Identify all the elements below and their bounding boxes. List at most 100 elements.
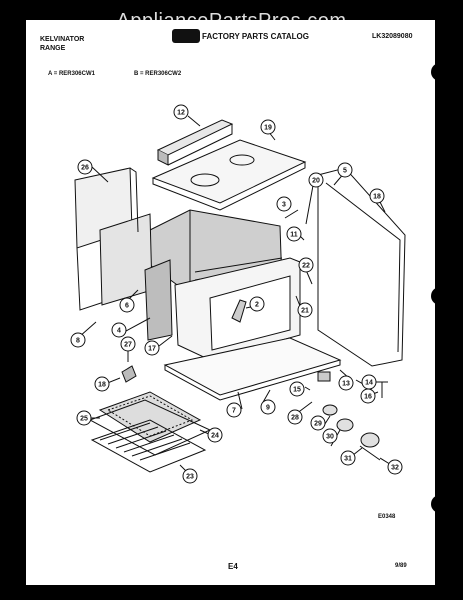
knob	[360, 432, 380, 448]
callout-circle	[298, 257, 314, 273]
callout-circle	[249, 296, 265, 312]
callout-circle	[207, 427, 223, 443]
binder-hole-middle	[431, 287, 449, 305]
callout-26[interactable]: 26	[77, 159, 93, 175]
callout-number: 18	[373, 194, 381, 201]
callout-number: 19	[264, 125, 272, 132]
callout-4[interactable]: 4	[111, 322, 127, 338]
callout-number: 11	[290, 232, 298, 239]
callout-7[interactable]: 7	[226, 402, 242, 418]
callout-circle	[226, 402, 242, 418]
oven-rack	[90, 419, 207, 473]
callout-circle	[94, 376, 110, 392]
callout-number: 27	[124, 342, 132, 349]
callout-number: 7	[232, 408, 236, 415]
callout-number: 5	[343, 168, 347, 175]
callout-23[interactable]: 23	[182, 468, 198, 484]
oven-element	[231, 299, 247, 323]
callout-32[interactable]: 32	[387, 459, 403, 475]
callout-number: 4	[117, 328, 121, 335]
callout-8[interactable]: 8	[70, 332, 86, 348]
callout-number: 25	[80, 416, 88, 423]
catalog-title: FACTORY PARTS CATALOG	[202, 32, 309, 41]
callout-11[interactable]: 11	[286, 226, 302, 242]
callout-circle	[111, 322, 127, 338]
callout-number: 2	[255, 302, 259, 309]
callout-9[interactable]: 9	[260, 399, 276, 415]
callout-14[interactable]: 14	[361, 374, 377, 390]
callout-28[interactable]: 28	[287, 409, 303, 425]
callout-15[interactable]: 15	[289, 381, 305, 397]
drawing-code: E0348	[378, 514, 396, 520]
callout-circle	[173, 104, 189, 120]
callout-number: 32	[391, 465, 399, 472]
callout-circle	[70, 332, 86, 348]
callout-number: 12	[177, 110, 185, 117]
callout-circle	[182, 468, 198, 484]
switch	[317, 371, 331, 382]
callout-number: 13	[342, 381, 350, 388]
model-b: B = RER306CW2	[134, 71, 182, 77]
callout-3[interactable]: 3	[276, 196, 292, 212]
callout-30[interactable]: 30	[322, 428, 338, 444]
callout-number: 22	[302, 263, 310, 270]
callout-circle	[289, 381, 305, 397]
callout-circle	[322, 428, 338, 444]
callout-number: 17	[148, 346, 156, 353]
callout-2[interactable]: 2	[249, 296, 265, 312]
callout-5[interactable]: 5	[337, 162, 353, 178]
callout-circle	[337, 162, 353, 178]
catalog-number: LK32089080	[372, 33, 413, 40]
callout-circle	[76, 410, 92, 426]
callout-27[interactable]: 27	[120, 336, 136, 352]
callout-number: 16	[364, 394, 372, 401]
page-number: E4	[228, 562, 238, 571]
callout-19[interactable]: 19	[260, 119, 276, 135]
callout-number: 8	[76, 338, 80, 345]
callout-24[interactable]: 24	[207, 427, 223, 443]
side-panel	[144, 259, 173, 341]
callout-circle	[286, 226, 302, 242]
callout-6[interactable]: 6	[119, 297, 135, 313]
callout-20[interactable]: 20	[308, 172, 324, 188]
callout-18[interactable]: 18	[94, 376, 110, 392]
callout-circle	[287, 409, 303, 425]
callout-circle	[297, 302, 313, 318]
callout-number: 20	[312, 178, 320, 185]
right-side-panel	[317, 167, 406, 367]
callout-25[interactable]: 25	[76, 410, 92, 426]
brand-name: KELVINATOR	[40, 36, 85, 43]
callout-21[interactable]: 21	[297, 302, 313, 318]
callout-17[interactable]: 17	[144, 340, 160, 356]
callout-number: 18	[98, 382, 106, 389]
callout-number: 14	[365, 380, 373, 387]
callout-18[interactable]: 18	[369, 188, 385, 204]
callout-number: 23	[186, 474, 194, 481]
callout-number: 31	[344, 456, 352, 463]
callout-circle	[119, 297, 135, 313]
knob	[322, 404, 338, 416]
leveling-bolt	[376, 381, 388, 398]
callout-circle	[387, 459, 403, 475]
callout-22[interactable]: 22	[298, 257, 314, 273]
callout-13[interactable]: 13	[338, 375, 354, 391]
callout-circle	[338, 375, 354, 391]
callout-16[interactable]: 16	[360, 388, 376, 404]
binder-hole-top	[431, 63, 449, 81]
callout-12[interactable]: 12	[173, 104, 189, 120]
product-name: RANGE	[40, 45, 66, 52]
callout-circle	[276, 196, 292, 212]
callout-circle	[360, 388, 376, 404]
binder-hole-bottom	[431, 495, 449, 513]
callout-31[interactable]: 31	[340, 450, 356, 466]
model-a: A = RER306CW1	[48, 71, 95, 77]
callout-circle	[340, 450, 356, 466]
callout-29[interactable]: 29	[310, 415, 326, 431]
callout-circle	[260, 399, 276, 415]
callout-circle	[310, 415, 326, 431]
callout-number: 21	[301, 308, 309, 315]
callout-circle	[308, 172, 324, 188]
callout-circle	[120, 336, 136, 352]
